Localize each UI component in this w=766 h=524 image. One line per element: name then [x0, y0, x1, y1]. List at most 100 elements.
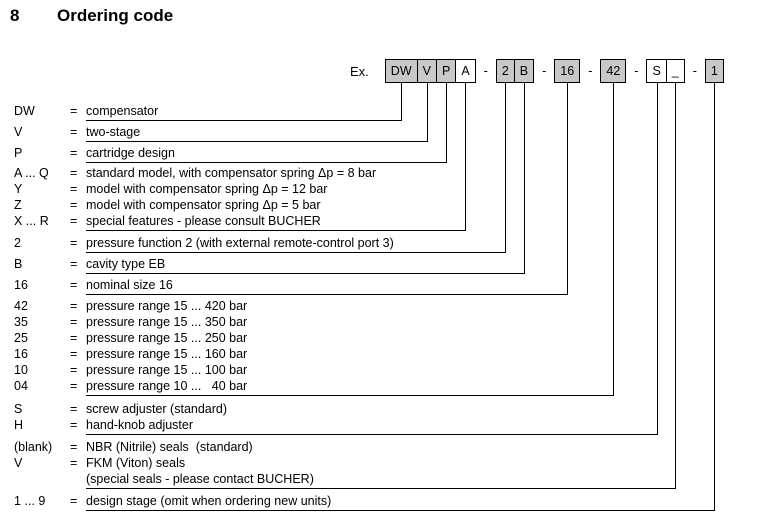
code-term: H: [14, 418, 24, 432]
page-title: Ordering code: [57, 6, 174, 25]
underline-connector-2: [86, 252, 506, 253]
code-box-16: 16: [554, 59, 581, 83]
code-term: P: [14, 146, 23, 160]
code-description: design stage (omit when ordering new uni…: [86, 494, 332, 508]
equals-sign: =: [70, 214, 78, 228]
code-term: Z: [14, 198, 22, 212]
equals-sign: =: [70, 440, 78, 454]
vertical-connector-_: [675, 82, 676, 489]
definition-row: Y = model with compensator spring Δp = 12 …: [14, 182, 327, 196]
code-description: special features - please consult BUCHER: [86, 214, 321, 228]
code-term: X ... R: [14, 214, 49, 228]
code-term: 42: [14, 299, 28, 313]
code-box-dw: DW: [384, 59, 418, 83]
underline-connector-v: [86, 141, 428, 142]
code-separator-dash: -: [692, 64, 697, 78]
code-term: S: [14, 402, 23, 416]
definition-row: (special seals - please contact BUCHER): [14, 472, 314, 486]
equals-sign: =: [70, 315, 78, 329]
code-term: V: [14, 456, 23, 470]
equals-sign: =: [70, 363, 78, 377]
code-description: hand-knob adjuster: [86, 418, 194, 432]
definition-row: Z = model with compensator spring Δp = 5 b…: [14, 198, 321, 212]
definition-row: V = two-stage: [14, 125, 140, 139]
underline-connector-s: [86, 434, 658, 435]
definition-row: S = screw adjuster (standard): [14, 402, 227, 416]
code-separator-dash: -: [542, 64, 547, 78]
definition-row: P=cartridge design: [14, 146, 175, 160]
code-description: pressure range 15 ... 350 bar: [86, 315, 248, 329]
vertical-connector-s: [657, 82, 658, 435]
code-term: B: [14, 257, 23, 271]
definition-row: (blank)=NBR (Nitrile) seals (standard): [14, 440, 253, 454]
vertical-connector-42: [613, 82, 614, 396]
code-term: Y: [14, 182, 23, 196]
definition-row: B = cavity type EB: [14, 257, 165, 271]
definition-row: 42=pressure range 15 ... 420 bar: [14, 299, 247, 313]
underline-connector-42: [86, 395, 614, 396]
code-description: pressure range 15 ... 100 bar: [86, 363, 248, 377]
vertical-connector-p: [446, 82, 447, 163]
code-box-42: 42: [600, 59, 627, 83]
code-description: nominal size 16: [86, 278, 173, 292]
equals-sign: =: [70, 402, 78, 416]
definition-row: 25=pressure range 15 ... 250 bar: [14, 331, 247, 345]
code-description: model with compensator spring Δp = 5 bar: [86, 198, 321, 212]
equals-sign: =: [70, 278, 78, 292]
code-term: 16: [14, 347, 28, 361]
definition-row: DW=compensator: [14, 104, 158, 118]
equals-sign: =: [70, 379, 78, 393]
code-term: A ... Q: [14, 166, 49, 180]
definition-row: 10 = pressure range 15 ... 100 bar: [14, 363, 247, 377]
equals-sign: =: [70, 182, 78, 196]
code-description: standard model, with compensator spring …: [86, 166, 377, 180]
section-heading: 8 Ordering code: [10, 6, 173, 26]
equals-sign: =: [70, 198, 78, 212]
code-description: model with compensator spring Δp = 12 ba…: [86, 182, 328, 196]
equals-sign: =: [70, 331, 78, 345]
code-term: 35: [14, 315, 28, 329]
equals-sign: =: [70, 257, 78, 271]
vertical-connector-v: [427, 82, 428, 142]
code-term: 04: [14, 379, 28, 393]
code-box-1: 1: [704, 59, 724, 83]
equals-sign: =: [70, 299, 78, 313]
code-description: cavity type EB: [86, 257, 166, 271]
underline-connector-1: [86, 510, 715, 511]
vertical-connector-a: [465, 82, 466, 231]
vertical-connector-16: [567, 82, 568, 295]
code-term: DW: [14, 104, 35, 118]
example-label: Ex.: [350, 63, 369, 79]
code-box-2: 2: [495, 59, 515, 83]
equals-sign: =: [70, 494, 78, 508]
code-term: 16: [14, 278, 28, 292]
code-term: V: [14, 125, 23, 139]
code-description: pressure function 2 (with external remot…: [86, 236, 394, 250]
equals-sign: =: [70, 418, 78, 432]
definition-row: V = FKM (Viton) seals: [14, 456, 185, 470]
code-box-_: _: [665, 59, 685, 83]
code-term: 2: [14, 236, 21, 250]
definition-row: 04=pressure range 10 ... 40 bar: [14, 379, 247, 393]
code-term: 10: [14, 363, 28, 377]
vertical-connector-2: [505, 82, 506, 253]
code-description: (special seals - please contact BUCHER): [86, 472, 314, 486]
code-description: FKM (Viton) seals: [86, 456, 186, 470]
code-separator-dash: -: [483, 64, 488, 78]
definition-row: A ... Q = standard model, with compensator…: [14, 166, 376, 180]
equals-sign: =: [70, 125, 78, 139]
equals-sign: =: [70, 347, 78, 361]
code-description: screw adjuster (standard): [86, 402, 228, 416]
vertical-connector-dw: [401, 82, 402, 121]
code-description: two-stage: [86, 125, 141, 139]
equals-sign: =: [70, 166, 78, 180]
code-description: cartridge design: [86, 146, 175, 160]
equals-sign: =: [70, 456, 78, 470]
equals-sign: =: [70, 104, 78, 118]
underline-connector-16: [86, 294, 568, 295]
code-box-v: V: [416, 59, 437, 83]
underline-connector-_: [86, 488, 676, 489]
section-number: 8: [10, 6, 20, 25]
